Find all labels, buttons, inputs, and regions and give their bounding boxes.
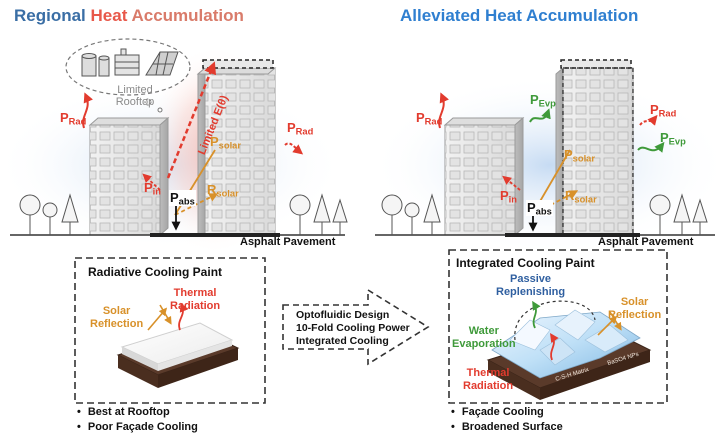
right-solar-reflection-label: Solar Reflection (608, 296, 662, 321)
rooftop-hvac-icon (114, 48, 140, 76)
right-trees (381, 193, 708, 235)
right-prad-label: PRad (416, 110, 443, 127)
left-prad-right-label: PRad (287, 120, 314, 137)
right-psolar-label: Psolar (564, 147, 596, 164)
transition-arrow-text: Optofluidic Design 10-Fold Cooling Power… (296, 309, 410, 348)
right-rsolar-label: Rsolar (565, 188, 597, 205)
radiative-paint-title: Radiative Cooling Paint (88, 265, 223, 279)
rooftop-label: Limited Rooftop (115, 84, 155, 108)
right-prad-arrow (438, 92, 449, 129)
right-pin-label: Pin (500, 188, 517, 205)
right-pevp-right-label: PEvp (660, 130, 686, 147)
bullet-item: Poor Façade Cooling (77, 420, 198, 435)
right-pevp-top-arrow (529, 108, 551, 123)
left-prad-right-arrow (284, 142, 304, 155)
bullet-item: Broadened Surface (451, 420, 563, 435)
right-pevp-right-arrow (637, 141, 665, 153)
left-pin-arrow (142, 173, 161, 191)
right-panel-title: Alleviated Heat Accumulation (400, 6, 639, 25)
right-pabs-label: Pabs (526, 200, 553, 217)
arrow-line-2: 10-Fold Cooling Power (296, 322, 410, 334)
integrated-paint-box: C-S-H Matrix BaSO4 NPs (448, 249, 668, 404)
left-thermal-radiation-label: Thermal Radiation (170, 287, 221, 312)
right-tall-building (555, 59, 634, 236)
left-pin-label: Pin (144, 180, 161, 197)
right-thermal-radiation-label: Thermal Radiation (463, 367, 514, 392)
right-pin-arrow (502, 175, 521, 191)
left-panel-title: Regional Heat Accumulation (14, 6, 244, 25)
right-scene (370, 59, 720, 255)
bullet-item: Best at Rooftop (77, 405, 198, 420)
water-evaporation-label: Water Evaporation (452, 325, 516, 350)
left-solar-reflection-label: Solar Reflection (90, 305, 144, 330)
bullet-item: Façade Cooling (451, 405, 563, 420)
rooftop-tanks-icon (81, 53, 110, 77)
right-prad-right-arrow (639, 114, 658, 126)
radiative-paint-bullets: Best at Rooftop Poor Façade Cooling (77, 405, 198, 435)
left-prad-arrow (82, 92, 93, 129)
radiative-paint-box (74, 257, 266, 404)
limited-e-arrow (166, 61, 217, 179)
left-pabs-label: Pabs (169, 190, 196, 207)
left-pavement-label: Asphalt Pavement (240, 236, 336, 248)
right-pavement-label: Asphalt Pavement (598, 236, 694, 248)
arrow-line-1: Optofluidic Design (296, 309, 390, 321)
left-psolar-label: Psolar (210, 134, 242, 151)
left-prad-label: PRad (60, 110, 87, 127)
transition-arrow (282, 288, 430, 366)
right-short-building (443, 116, 525, 237)
left-rsolar-label: Rsolar (207, 182, 239, 199)
right-pevp-top-label: PEvp (530, 92, 556, 109)
rooftop-solar-panel-icon (145, 51, 179, 76)
left-scene (0, 38, 348, 255)
right-prad-right-label: PRad (650, 102, 677, 119)
left-short-building (88, 116, 170, 237)
arrow-line-3: Integrated Cooling (296, 335, 389, 347)
passive-replenishing-label: Passive Replenishing (496, 273, 566, 298)
integrated-paint-title: Integrated Cooling Paint (456, 256, 595, 270)
left-tall-building (196, 59, 277, 236)
integrated-paint-bullets: Façade Cooling Broadened Surface (451, 405, 563, 435)
left-trees (19, 193, 348, 235)
